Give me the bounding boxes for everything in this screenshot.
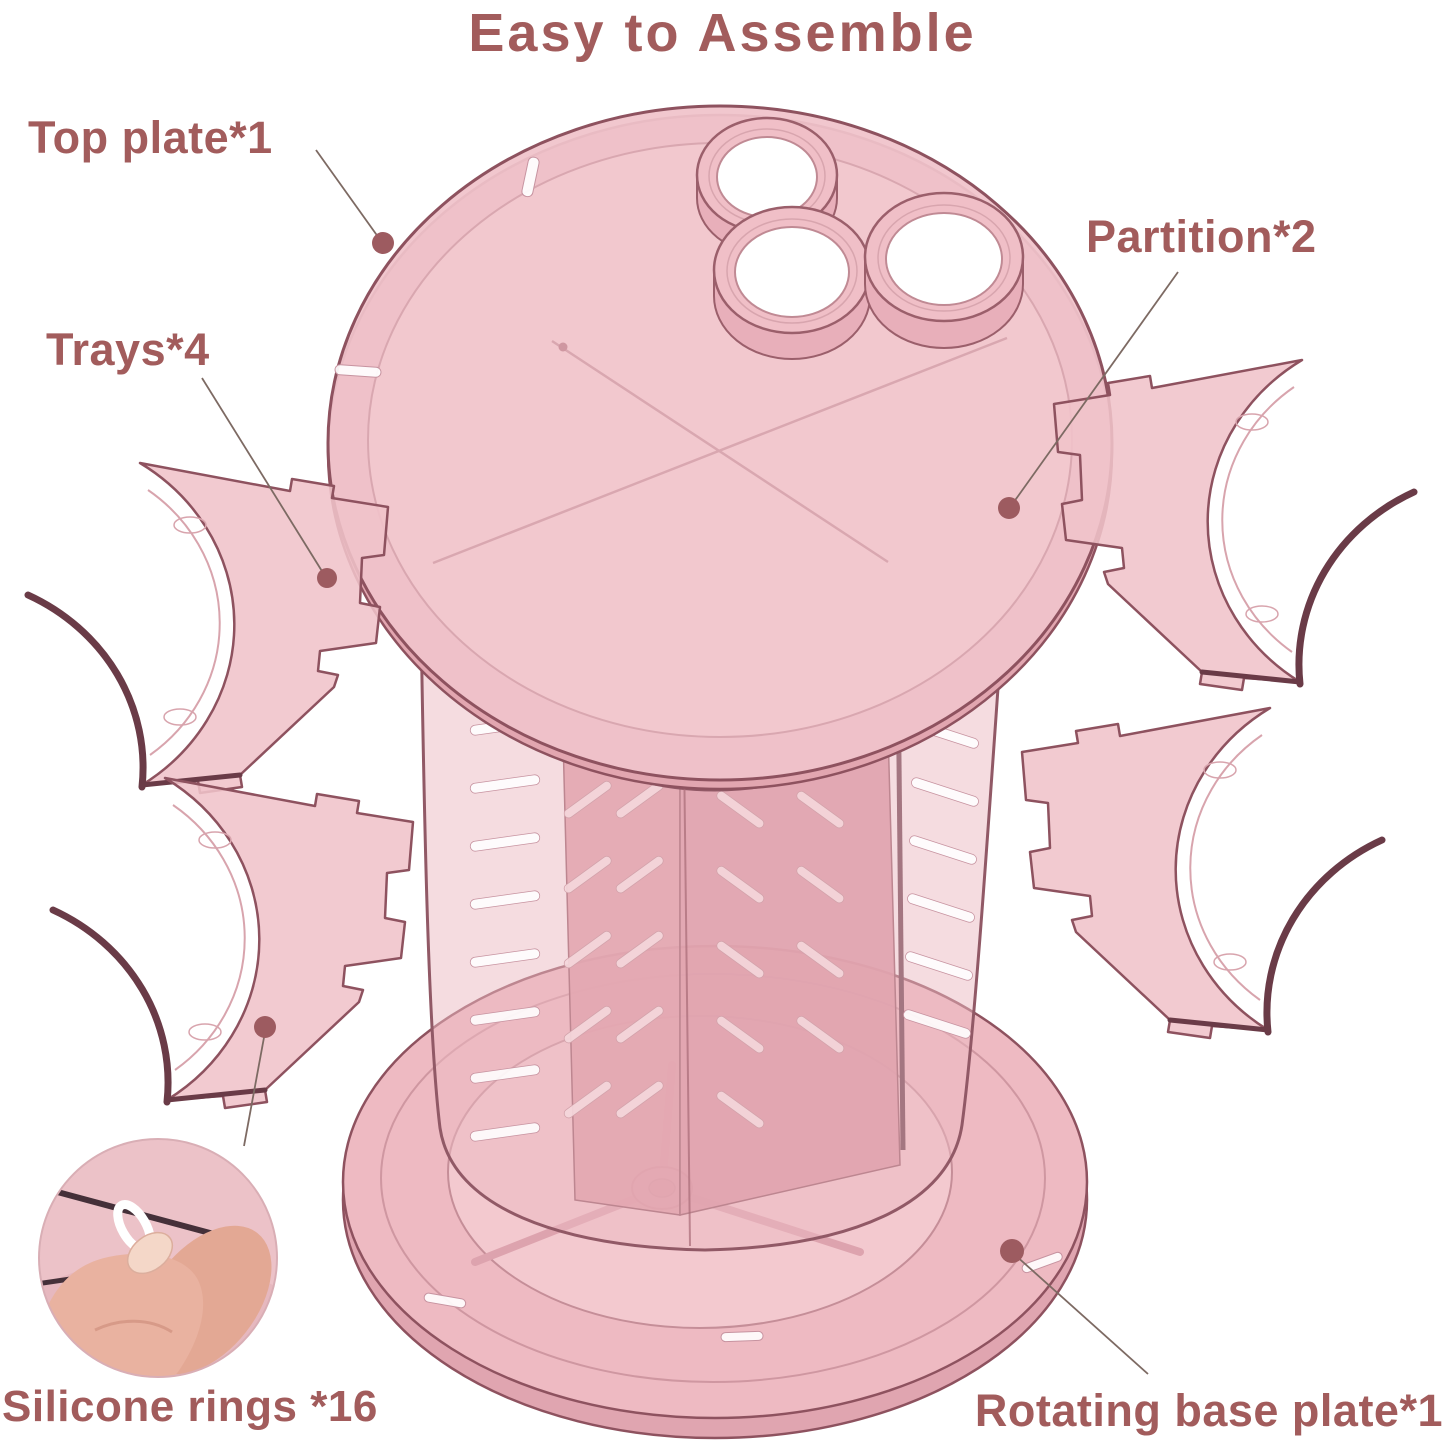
leader-top-plate [315, 149, 382, 242]
marker-dot-silicone-rings [254, 1016, 276, 1038]
label-trays: Trays*4 [46, 324, 210, 375]
label-rotating-base-plate: Rotating base plate*1 [974, 1385, 1443, 1436]
silicone-inset-photo [38, 1138, 278, 1378]
label-silicone-rings: Silicone rings *16 [2, 1382, 378, 1431]
marker-dot-trays [317, 568, 337, 588]
leader-trays [201, 377, 326, 577]
lipstick-cups-graphic [695, 116, 1025, 360]
leader-rotating-base [1013, 1253, 1149, 1375]
marker-dot-partition [998, 497, 1020, 519]
page-title: Easy to Assemble [468, 3, 977, 63]
leader-partition [1010, 271, 1179, 507]
leader-lines [201, 149, 1179, 1375]
label-partition: Partition*2 [1086, 211, 1317, 262]
label-top-plate: Top plate*1 [28, 112, 273, 163]
leader-silicone-rings [243, 1031, 266, 1147]
marker-dots [254, 232, 1024, 1263]
marker-dot-top-plate [372, 232, 394, 254]
marker-dot-rotating-base [1000, 1239, 1024, 1263]
